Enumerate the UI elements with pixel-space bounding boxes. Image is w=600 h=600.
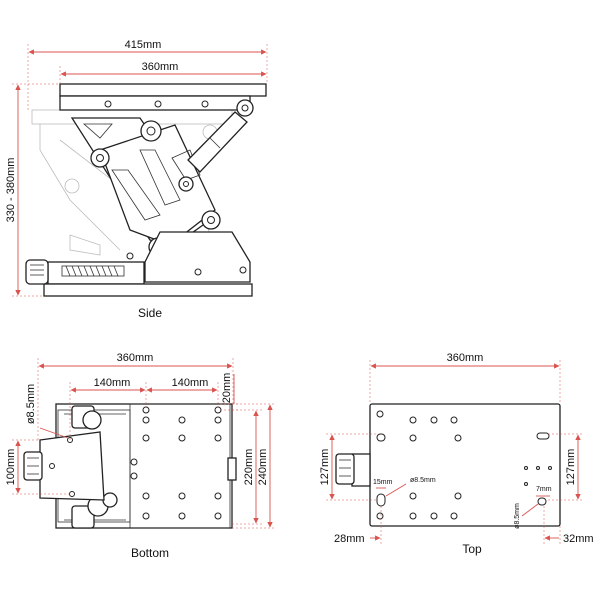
top-caption: Top [462,542,482,556]
side-crank-knob [25,259,49,285]
dim-label: 20mm [221,373,233,404]
side-lower-bracket [144,231,251,283]
dim-label: 7mm [536,486,552,493]
top-view: 360mm 127mm 127mm 15mm ø8.5mm 7mm [319,352,594,556]
dim-label: 140mm [172,377,209,389]
dim-label: 100mm [5,449,17,486]
top-dim-127-left: 127mm [319,433,378,501]
top-dim-32: 32mm [543,506,594,545]
top-dim-7: 7mm [536,486,552,497]
bottom-hole-grid [130,406,222,520]
top-right-slot [536,432,550,440]
dim-label: 360mm [117,352,154,364]
top-dim-28: 28mm [334,506,382,545]
dim-label: ø8.5mm [25,384,37,424]
dim-label: 127mm [319,449,331,486]
bottom-dim-360: 360mm [37,352,234,440]
side-caption: Side [138,306,162,320]
top-dim-127-right: 127mm [548,433,584,501]
side-scissor-arms [70,111,248,246]
side-dim-360: 360mm [59,61,267,84]
side-dim-height: 330 - 380mm [5,83,60,297]
dim-label: 415mm [125,39,162,51]
dim-label: 330 - 380mm [5,158,17,223]
top-dim-slot-diameter: ø8.5mm [385,477,436,497]
dim-label: 240mm [257,449,269,486]
side-base-plate [43,283,253,297]
dim-label: ø8.5mm [410,477,436,484]
dim-label: 15mm [373,479,393,486]
dim-label: ø8.5mm [514,503,521,529]
top-handle-bracket [351,453,371,487]
dim-label: 360mm [447,352,484,364]
dim-label: 32mm [563,533,594,545]
top-dim-360: 360mm [369,352,561,404]
dim-label: 220mm [243,449,255,486]
top-plate [369,403,561,527]
bottom-dim-220: 220mm [232,409,262,525]
side-top-plate [59,83,267,97]
bottom-dim-240: 240mm [232,403,276,529]
bottom-dim-diameter: ø8.5mm [25,384,69,439]
dim-label: 140mm [94,377,131,389]
dim-label: 28mm [334,533,365,545]
bottom-dim-100: 100mm [5,439,70,495]
side-dim-415: 415mm [27,39,268,112]
side-lead-screw [61,265,125,277]
bottom-dim-140-right: 140mm [146,377,219,407]
top-hole-grid [376,410,552,520]
side-view: 415mm 360mm 330 - 380mm Side [5,39,268,320]
top-dim-right-diameter: ø8.5mm [514,503,539,529]
dim-label: 360mm [142,61,179,73]
side-screw-housing [47,261,145,285]
bottom-dim-140-left: 140mm [69,377,147,440]
bottom-caption: Bottom [131,546,169,560]
bottom-view: 360mm 140mm 140mm 20mm ø8.5mm 100mm [5,352,276,560]
top-dim-15: 15mm [373,479,393,489]
top-crank-knob [335,453,355,485]
dim-label: 127mm [565,449,577,486]
